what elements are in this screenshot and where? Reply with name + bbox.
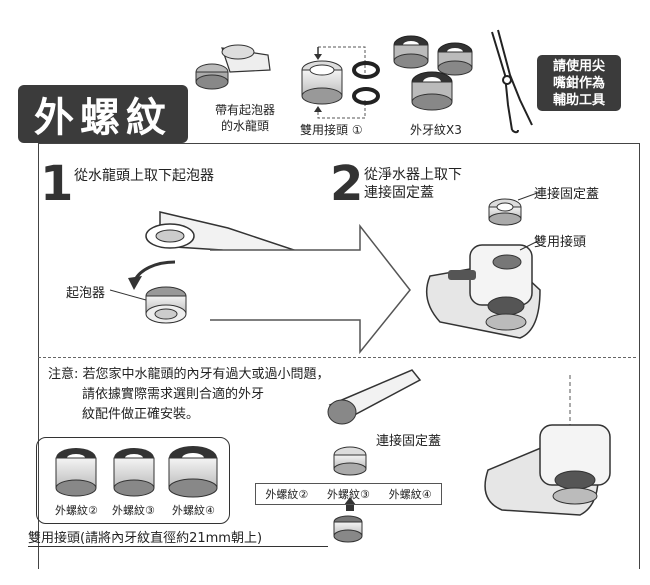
male-threads-illustration xyxy=(393,35,473,111)
note-line-1: 注意: 若您家中水龍頭的內牙有過大或過小問題， xyxy=(48,367,330,382)
thread-option-2: 外螺紋② xyxy=(265,488,309,501)
fix-cap-top-illustration xyxy=(488,198,522,226)
page-title: 外螺紋 xyxy=(18,85,188,143)
thread-variants-box xyxy=(36,437,230,524)
thread-caption-4: 外螺紋④ xyxy=(172,504,215,517)
thread-option-3: 外螺紋③ xyxy=(327,488,370,501)
thread-variants-illustration xyxy=(55,446,218,498)
aerator-label: 起泡器 xyxy=(66,286,106,301)
step2-number: 2 xyxy=(330,156,364,212)
faucet-aerator-illustration xyxy=(195,44,271,90)
step1-number: 1 xyxy=(40,156,74,212)
note-line-2: 請依據實際需求選則合適的外牙 xyxy=(82,387,265,402)
tool-warning: 請使用尖 嘴鉗作為 輔助工具 xyxy=(537,55,621,111)
note-line-3: 紋配件做正確安裝。 xyxy=(82,407,200,422)
flow-arrow xyxy=(210,223,411,355)
fix-cap-label: 連接固定蓋 xyxy=(534,187,600,202)
aerator-leader xyxy=(109,289,147,301)
dual-adapter-label: 雙用接頭 xyxy=(534,235,587,250)
note-fix-cap-label: 連接固定蓋 xyxy=(376,434,442,449)
thread-option-4: 外螺紋④ xyxy=(388,488,432,501)
aerator-illustration xyxy=(145,286,187,324)
content-frame xyxy=(38,143,640,569)
section-divider xyxy=(38,357,636,358)
male-thread-caption: 外牙紋X3 xyxy=(410,123,462,137)
thread-caption-2: 外螺紋② xyxy=(55,504,98,517)
aerator-faucet-caption: 帶有起泡器 的水龍頭 xyxy=(214,103,275,133)
filter-unit-illustration xyxy=(425,244,541,339)
dual-adapter-illustration xyxy=(301,46,380,119)
thread-caption-3: 外螺紋③ xyxy=(112,504,155,517)
thread-option-list: 外螺紋② 外螺紋③ 外螺紋④ xyxy=(255,483,442,505)
note-filter-unit-illustration xyxy=(484,424,611,516)
note-faucet-illustration xyxy=(327,369,422,425)
pliers-illustration xyxy=(491,29,533,134)
step2-text: 從淨水器上取下 連接固定蓋 xyxy=(364,167,462,201)
dual-adapter-caption: 雙用接頭 ① xyxy=(300,123,363,137)
note-adapter-illustration xyxy=(333,515,363,543)
note-fix-cap-illustration xyxy=(333,446,367,476)
adapter-instruction-caption: 雙用接頭(請將內牙紋直徑約21mm朝上) xyxy=(28,531,263,546)
adapter-caption-underline xyxy=(28,546,328,547)
step1-text: 從水龍頭上取下起泡器 xyxy=(74,168,214,184)
